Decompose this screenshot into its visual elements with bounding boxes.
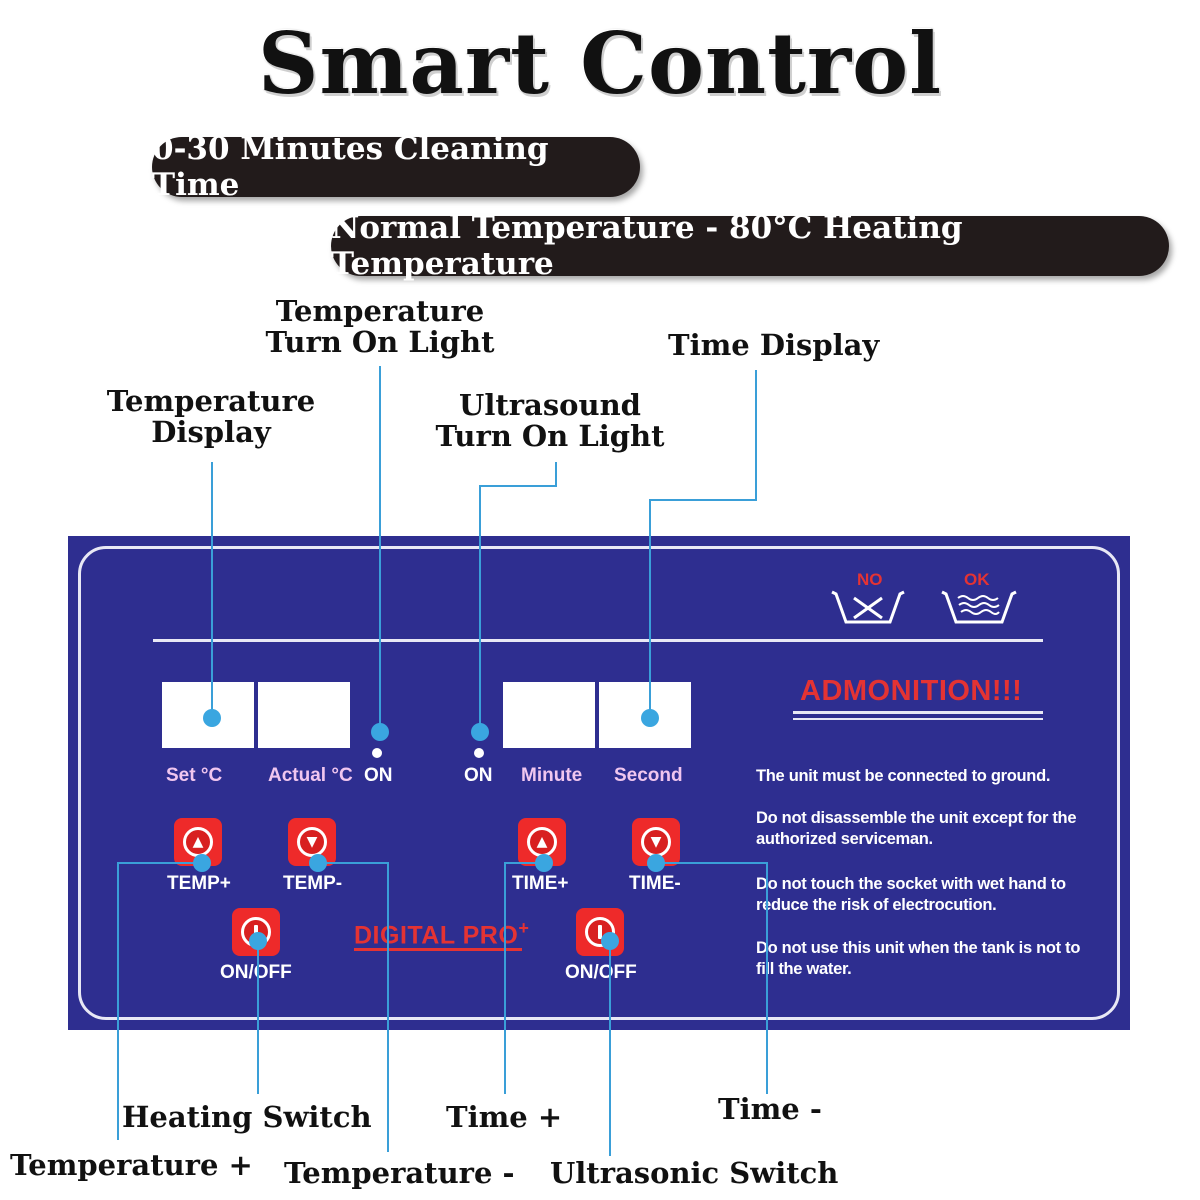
temp-on-label: ON (364, 765, 393, 786)
time-plus-line (504, 862, 544, 1094)
ok-wash-icon (941, 590, 1017, 624)
admonition-heading: ADMONITION!!! (800, 675, 1023, 707)
no-label: NO (857, 570, 883, 589)
temp-minus-label: TEMP- (283, 873, 343, 894)
panel-divider (153, 639, 1043, 642)
callout-dot (601, 932, 619, 950)
minute-display (503, 682, 595, 748)
callout-ultrasound-turn-on-light-line2: Turn On Light (435, 419, 665, 453)
brand-logo: DIGITAL PRO+ (354, 918, 529, 950)
panel-border (78, 546, 1120, 1020)
callout-dot (309, 854, 327, 872)
callout-dot (193, 854, 211, 872)
no-wash-icon (831, 590, 905, 624)
callout-temperature-minus: Temperature - (284, 1156, 515, 1190)
callout-time-plus: Time + (446, 1100, 563, 1134)
callout-temp-turn-on-light-line1: Temperature (275, 294, 485, 328)
callout-temp-display-line2: Display (151, 415, 271, 449)
callout-dot (249, 932, 267, 950)
callout-ultrasound-turn-on-light: Ultrasound Turn On Light (430, 390, 670, 452)
admonition-underline-1 (793, 711, 1043, 714)
temp-plus-label: TEMP+ (167, 873, 231, 894)
callout-temp-turn-on-light: Temperature Turn On Light (260, 296, 500, 358)
temp-plus-line (117, 862, 202, 1140)
ultrasonic-onoff-button[interactable] (576, 908, 624, 956)
control-panel: NO OK Set °C Actual °C ON ON Minute Seco… (68, 536, 1130, 1030)
time-plus-label: TIME+ (512, 873, 569, 894)
callout-temperature-plus: Temperature + (10, 1148, 253, 1182)
callout-dot (647, 854, 665, 872)
warning-text: Do not touch the socket with wet hand to… (756, 875, 1066, 914)
time-display-line (649, 370, 757, 718)
actual-temp-display (258, 682, 350, 748)
ok-label: OK (964, 570, 990, 589)
callout-ultrasonic-switch: Ultrasonic Switch (550, 1156, 839, 1190)
callout-ultrasound-turn-on-light-line1: Ultrasound (459, 388, 641, 422)
ultrasound-on-led (474, 748, 484, 758)
ultrasound-light-line (479, 462, 557, 732)
callout-dot (641, 709, 659, 727)
temp-minus-line (318, 862, 389, 1152)
arrow-down-icon: ▼ (297, 827, 327, 857)
heating-onoff-label: ON/OFF (220, 962, 292, 983)
brand-sup: + (518, 918, 530, 938)
ultrasonic-onoff-label: ON/OFF (565, 962, 637, 983)
callout-time-display: Time Display (668, 328, 880, 362)
cleaning-time-pill: 0-30 Minutes Cleaning Time (152, 131, 640, 203)
arrow-up-icon: ▲ (527, 827, 557, 857)
minute-label: Minute (521, 765, 583, 786)
callout-time-minus: Time - (718, 1092, 822, 1126)
ultrasound-on-label: ON (464, 765, 493, 786)
callout-dot (371, 723, 389, 741)
callout-temp-display-line1: Temperature (106, 384, 316, 418)
callout-dot (471, 723, 489, 741)
second-label: Second (614, 765, 683, 786)
actual-c-label: Actual °C (268, 765, 353, 786)
admonition-underline-2 (793, 718, 1043, 720)
time-minus-label: TIME- (629, 873, 681, 894)
callout-dot (535, 854, 553, 872)
warning-text: The unit must be connected to ground. (756, 767, 1051, 785)
page-title: Smart Control (257, 14, 943, 113)
heating-temperature-pill: Normal Temperature - 80°C Heating Temper… (331, 210, 1169, 282)
callout-temp-turn-on-light-line2: Turn On Light (265, 325, 495, 359)
time-minus-line (656, 862, 768, 1094)
brand-text: DIGITAL PRO (354, 921, 519, 950)
warning-text: Do not use this unit when the tank is no… (756, 939, 1081, 978)
temp-plus-button[interactable]: ▲ (174, 818, 222, 866)
set-c-label: Set °C (166, 765, 223, 786)
callout-heating-switch: Heating Switch (122, 1100, 372, 1134)
brand-underline (354, 948, 522, 951)
temp-on-led (372, 748, 382, 758)
callout-dot (203, 709, 221, 727)
callout-temp-display: Temperature Display (96, 386, 326, 448)
warning-text: Do not disassemble the unit except for t… (756, 809, 1077, 848)
